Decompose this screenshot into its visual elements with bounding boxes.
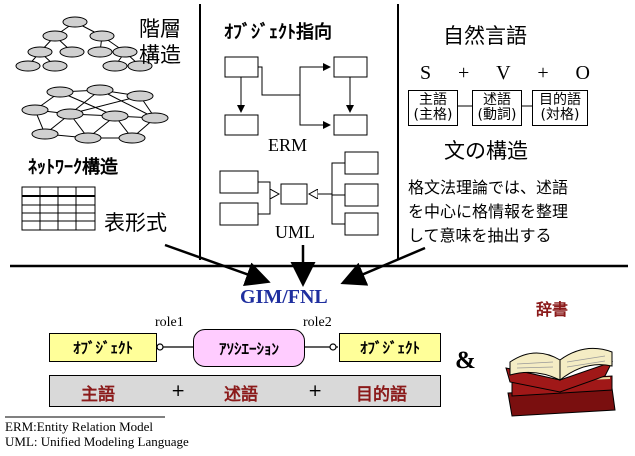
ampersand: &	[455, 347, 476, 374]
case-grammar-description: 格文法理論では、述語 を中心に格情報を整理 して意味を抽出する	[408, 176, 568, 248]
case-box-object-sub: (対格)	[540, 107, 580, 123]
svo-s: S	[420, 62, 432, 84]
object-box-left: ｵﾌﾞｼﾞｪｸﾄ	[49, 333, 157, 362]
footnote-uml: UML: Unified Modeling Language	[5, 434, 189, 449]
svo-o: O	[575, 62, 590, 84]
grammar-bar-predicate: 述語	[224, 385, 258, 405]
network-graph-graphic	[21, 84, 169, 144]
footnotes: ERM:Entity Relation Model UML: Unified M…	[5, 419, 189, 449]
converging-arrows	[164, 243, 426, 287]
hierarchy-label-line2: 構造	[139, 43, 181, 67]
description-line-1: 格文法理論では、述語	[408, 178, 569, 197]
dictionary-label: 辞書	[536, 300, 569, 319]
svo-plus-1: +	[457, 62, 470, 84]
book-icon	[505, 347, 616, 417]
erm-graphic	[224, 56, 368, 136]
hierarchy-label-line1: 階層	[139, 17, 181, 41]
svo-plus-2: +	[537, 62, 549, 84]
grammar-bar-object: 目的語	[356, 385, 407, 405]
role2-label: role2	[303, 315, 332, 330]
network-label: ﾈｯﾄﾜｰｸ構造	[28, 157, 118, 178]
footnote-erm: ERM:Entity Relation Model	[5, 419, 154, 434]
sentence-structure-label: 文の構造	[444, 139, 528, 163]
hierarchy-label: 階層 構造	[139, 16, 181, 68]
case-box-subject-sub: (主格)	[413, 107, 453, 123]
case-box-object: 目的語 (対格)	[532, 90, 588, 126]
gim-fnl-title: GIM/FNL	[240, 286, 328, 308]
case-box-object-main: 目的語	[539, 92, 581, 108]
erm-label: ERM	[268, 135, 308, 155]
table-label: 表形式	[104, 211, 167, 235]
gim-association-lines	[156, 343, 338, 351]
natural-language-title: 自然言語	[443, 24, 527, 48]
case-box-predicate-main: 述語	[483, 92, 511, 108]
grammar-bar	[49, 375, 441, 407]
uml-label: UML	[275, 222, 315, 242]
object-box-right: ｵﾌﾞｼﾞｪｸﾄ	[339, 333, 441, 362]
object-oriented-title: ｵﾌﾞｼﾞｪｸﾄ指向	[224, 22, 332, 43]
description-line-2: を中心に格情報を整理	[408, 202, 569, 221]
grammar-bar-plus-1: +	[171, 381, 186, 401]
role1-label: role1	[155, 315, 184, 330]
association-box: ｱｿｼｴｰｼｮﾝ	[193, 329, 305, 367]
case-box-subject: 主語 (主格)	[408, 90, 458, 126]
grammar-bar-subject: 主語	[81, 385, 115, 405]
hierarchy-tree-graphic	[15, 16, 153, 72]
table-grid-graphic	[21, 186, 96, 231]
case-box-predicate-sub: (動詞)	[477, 107, 517, 123]
case-box-predicate: 述語 (動詞)	[472, 90, 522, 126]
svo-v: V	[496, 62, 511, 84]
uml-graphic	[219, 151, 379, 236]
description-line-3: して意味を抽出する	[408, 226, 552, 245]
grammar-bar-plus-2: +	[308, 381, 323, 401]
case-box-subject-main: 主語	[419, 92, 447, 108]
svo-row: S + V + O	[420, 62, 590, 85]
